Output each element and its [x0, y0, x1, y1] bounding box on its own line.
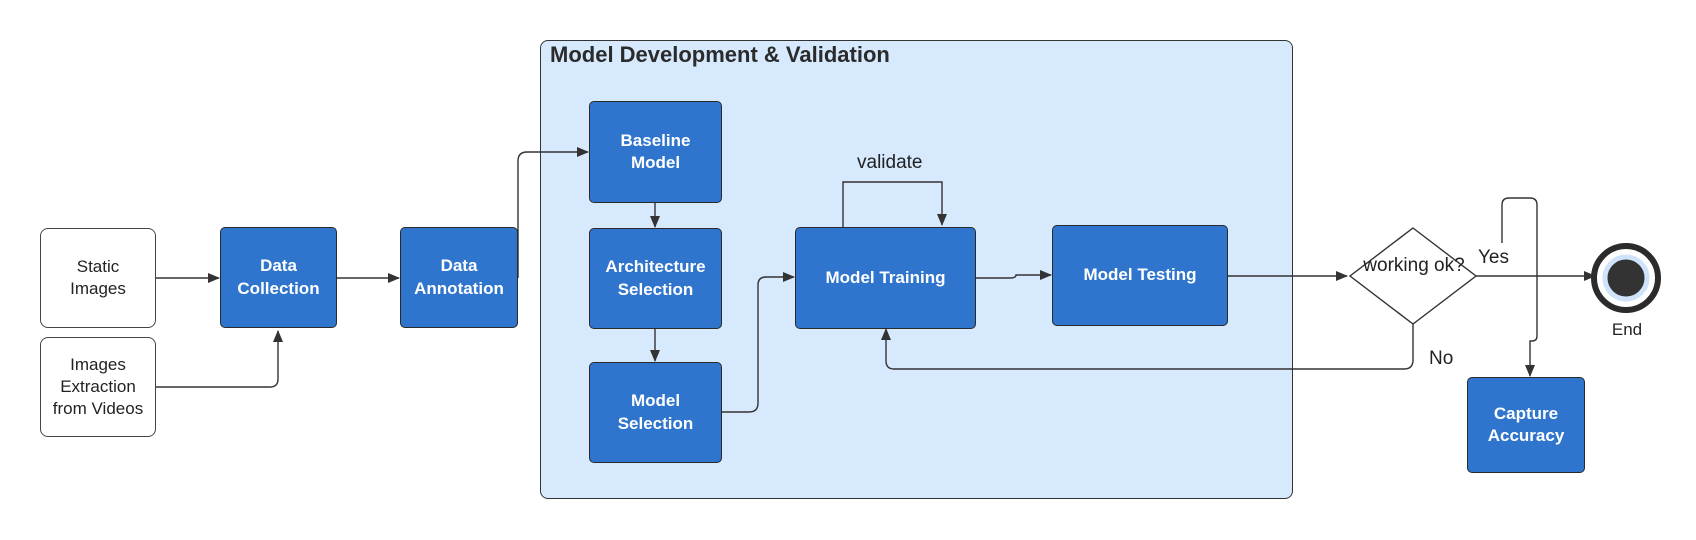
yes-label: Yes: [1478, 247, 1509, 268]
validate-label: validate: [857, 152, 923, 173]
architecture-selection-node: Architecture Selection: [589, 228, 722, 329]
images-extraction-node: Images Extraction from Videos: [40, 337, 156, 437]
data-annotation-label: Data Annotation: [414, 256, 504, 298]
model-selection-label: Model Selection: [617, 391, 694, 433]
edge-extraction-to-collection: [156, 330, 283, 388]
edge-training-to-testing: [976, 270, 1052, 280]
decision-label: working ok?: [1363, 255, 1465, 276]
static-images-label: Static Images: [70, 256, 126, 298]
architecture-selection-label: Architecture Selection: [605, 257, 706, 299]
model-testing-node: Model Testing: [1052, 225, 1228, 326]
end-node-inner: [1602, 254, 1650, 302]
capture-accuracy-node: Capture Accuracy: [1467, 377, 1585, 473]
edge-validate-loop: [842, 181, 947, 227]
model-training-node: Model Training: [795, 227, 976, 329]
baseline-model-label: Baseline Model: [620, 130, 691, 172]
data-collection-label: Data Collection: [237, 256, 320, 298]
edge-annotation-to-baseline: [517, 147, 589, 278]
static-images-node: Static Images: [40, 228, 156, 328]
data-collection-node: Data Collection: [220, 227, 337, 328]
no-label: No: [1429, 348, 1454, 369]
decision-diamond: [1348, 227, 1478, 325]
edge-no-to-training: [881, 324, 1414, 370]
edge-selection-to-training: [722, 272, 795, 413]
data-annotation-node: Data Annotation: [400, 227, 518, 328]
capture-accuracy-label: Capture Accuracy: [1487, 403, 1565, 445]
model-selection-node: Model Selection: [589, 362, 722, 463]
images-extraction-label: Images Extraction from Videos: [52, 354, 144, 419]
model-testing-label: Model Testing: [1083, 265, 1197, 285]
baseline-model-node: Baseline Model: [589, 101, 722, 203]
end-label: End: [1611, 320, 1643, 339]
edge-yes-to-capture: [1501, 197, 1538, 377]
group-title: Model Development & Validation: [550, 42, 890, 67]
model-training-label: Model Training: [825, 267, 946, 287]
